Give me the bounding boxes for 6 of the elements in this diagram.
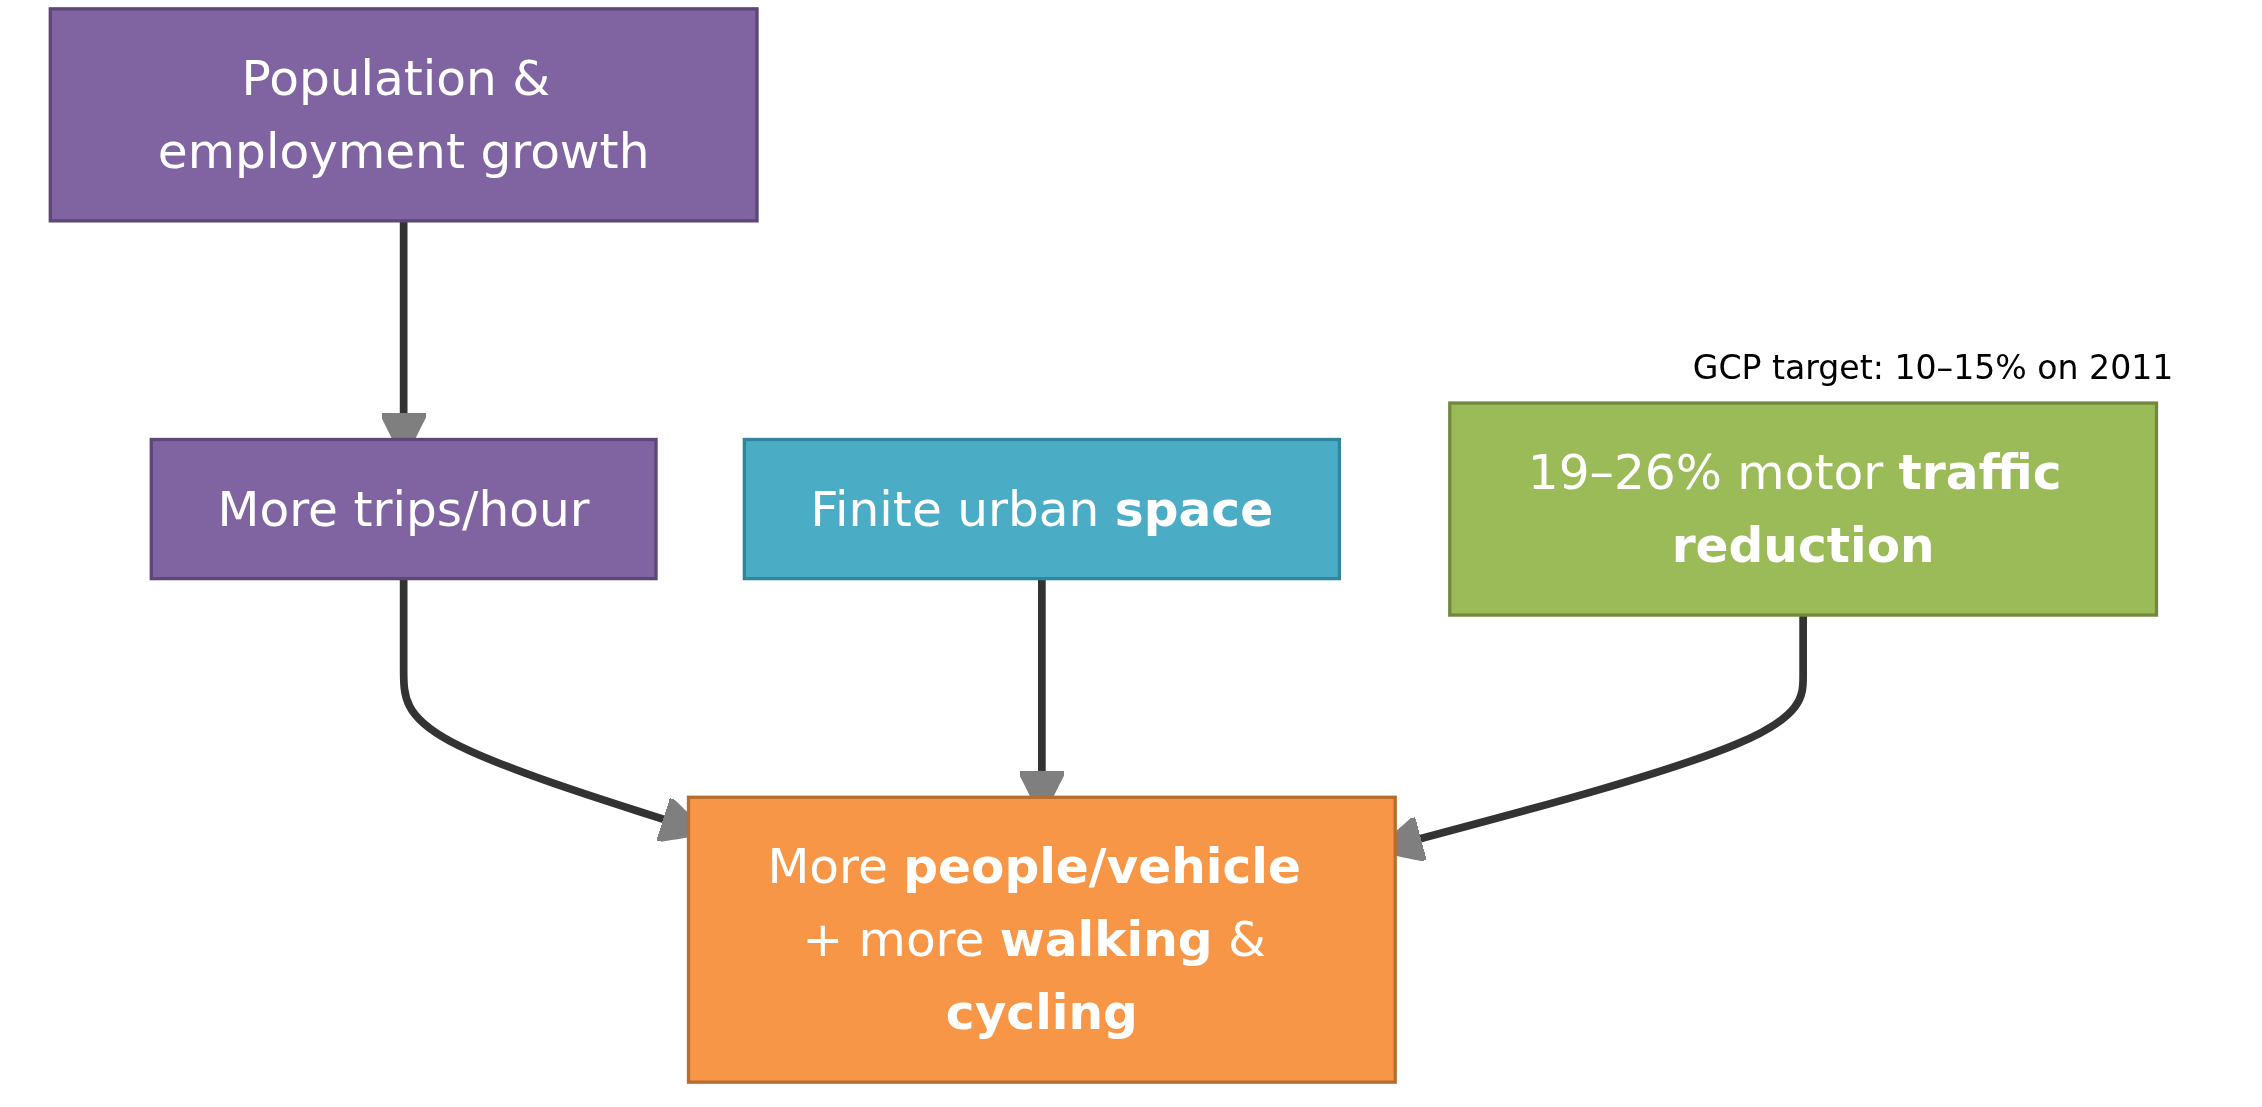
node-box: 19–26% motor traffic reduction [1448,401,2159,617]
node-box: More trips/hour [149,437,658,581]
node-label: GCP target: 10–15% on 2011 [1692,347,2174,387]
node-box: Population & employment growth [48,7,759,223]
node-box: More people/vehicle + more walking & cycling [686,795,1397,1084]
node-box: Finite urban space [742,437,1341,581]
